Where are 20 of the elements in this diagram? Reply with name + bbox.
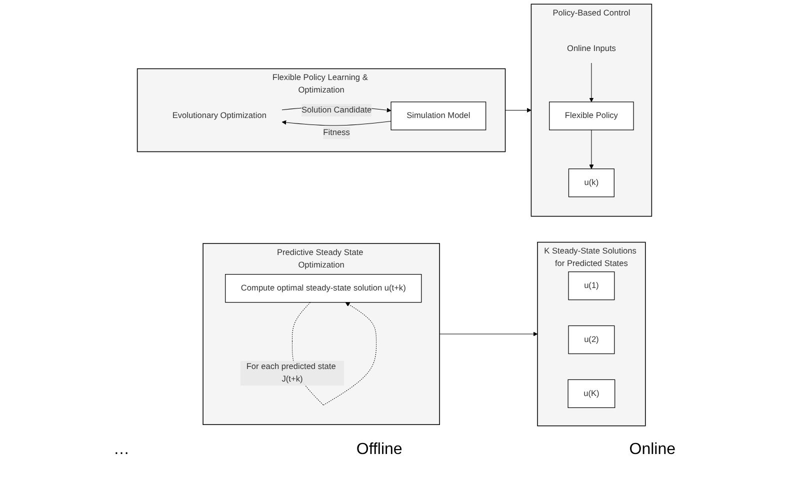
- label-text: Online: [629, 441, 676, 459]
- arrow: [505, 108, 532, 112]
- node-box: Compute optimal steady-state solution u(t+k): [225, 274, 422, 303]
- node-box: Flexible Policy: [549, 102, 634, 130]
- node-box: Simulation Model: [390, 102, 486, 130]
- edge-label: Solution Candidate: [301, 106, 372, 114]
- arrow: [282, 120, 392, 126]
- label-text: …: [113, 441, 130, 459]
- node-box: u(2): [568, 325, 615, 354]
- node-box: u(k): [568, 168, 614, 198]
- node-box: u(K): [568, 379, 616, 408]
- node-text: Online Inputs: [566, 44, 616, 54]
- arrow: [589, 62, 594, 102]
- arrow: [439, 332, 538, 336]
- label-text: Offline: [356, 441, 402, 459]
- arrow: [589, 130, 594, 170]
- edge-label: Fitness: [323, 128, 350, 138]
- edge-label: For each predicted state J(t+k): [246, 362, 336, 384]
- node-box: u(1): [568, 271, 615, 300]
- node-text: Evolutionary Optimization: [172, 111, 266, 120]
